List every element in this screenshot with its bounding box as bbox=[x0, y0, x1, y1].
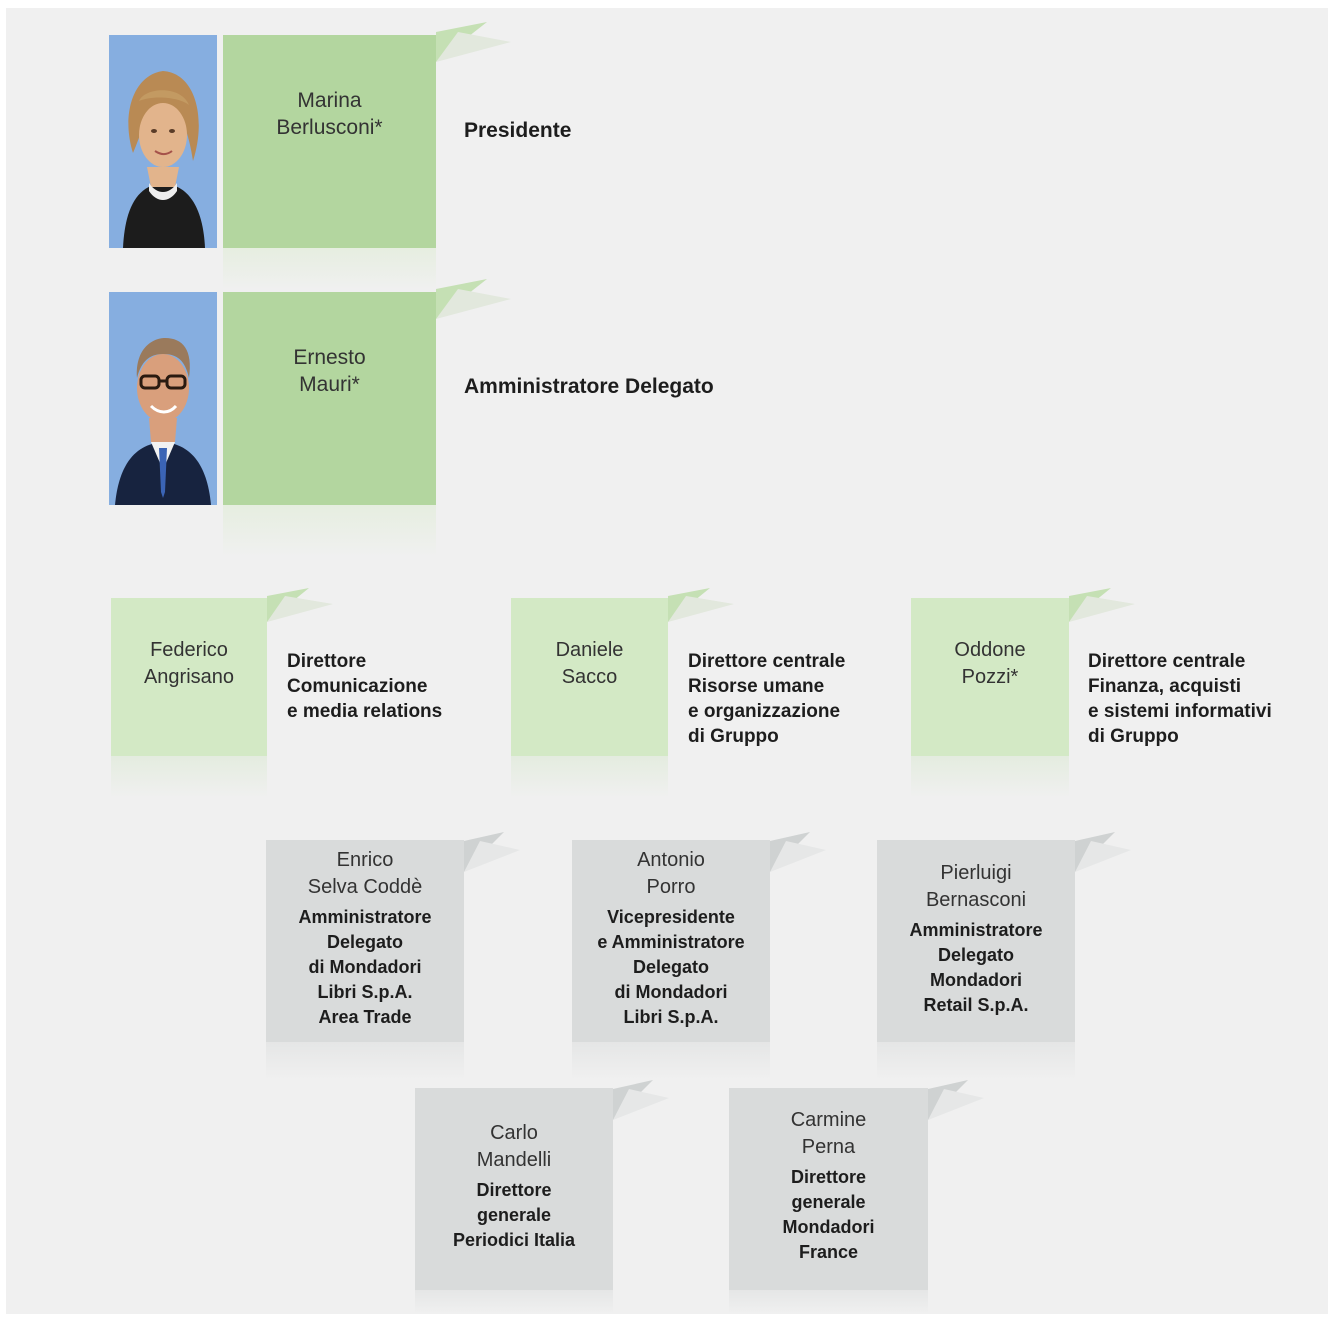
oddone-pozzi-name: Oddone Pozzi* bbox=[954, 639, 1026, 688]
antonio-porro-role: Vicepresidente e Amministratore Delegato… bbox=[597, 907, 745, 1027]
carmine-perna-role: Direttore generale Mondadori France bbox=[782, 1167, 875, 1262]
marina-berlusconi-shadow bbox=[223, 248, 436, 290]
antonio-porro-box: Antonio Porro Vicepresidente e Amministr… bbox=[572, 840, 770, 1042]
federico-angrisano-role: Direttore Comunicazione e media relation… bbox=[287, 651, 443, 722]
daniele-sacco-flag bbox=[668, 588, 734, 622]
enrico-selva-codde-box: Enrico Selva Coddè Amministratore Delega… bbox=[266, 840, 464, 1042]
pierluigi-bernasconi-name: Pierluigi Bernasconi bbox=[925, 862, 1027, 911]
amministratore-delegato-role: Amministratore Delegato bbox=[464, 375, 714, 398]
carlo-mandelli-name: Carlo Mandelli bbox=[476, 1122, 552, 1171]
marina-berlusconi-name: Marina Berlusconi* bbox=[276, 88, 383, 139]
ernesto-mauri-name: Ernesto Mauri* bbox=[293, 345, 366, 396]
oddone-pozzi-box: Oddone Pozzi* bbox=[911, 598, 1069, 756]
ernesto-mauri-flag bbox=[436, 279, 511, 319]
enrico-selva-codde-shadow bbox=[266, 1042, 464, 1080]
enrico-selva-codde-flag bbox=[464, 832, 520, 872]
carlo-mandelli-shadow bbox=[415, 1290, 613, 1314]
carmine-perna-name: Carmine Perna bbox=[790, 1109, 867, 1158]
antonio-porro-flag bbox=[770, 832, 826, 872]
carmine-perna-shadow bbox=[729, 1290, 928, 1314]
marina-berlusconi-box: Marina Berlusconi* bbox=[223, 35, 436, 248]
pierluigi-bernasconi-flag bbox=[1075, 832, 1131, 872]
ernesto-mauri-box: Ernesto Mauri* bbox=[223, 292, 436, 505]
antonio-porro-shadow bbox=[572, 1042, 770, 1080]
oddone-pozzi-shadow bbox=[911, 756, 1069, 798]
woman-portrait-icon bbox=[109, 35, 217, 248]
carmine-perna-box: Carmine Perna Direttore generale Mondado… bbox=[729, 1088, 928, 1290]
oddone-pozzi-flag bbox=[1069, 588, 1135, 622]
org-chart-canvas: Marina Berlusconi* Amministratore Delega… bbox=[6, 8, 1328, 1314]
federico-angrisano-shadow bbox=[111, 756, 267, 798]
ernesto-mauri-shadow bbox=[223, 505, 436, 557]
marina-berlusconi-flag bbox=[436, 22, 511, 62]
oddone-pozzi-role: Direttore centrale Finanza, acquisti e s… bbox=[1088, 651, 1272, 747]
daniele-sacco-role: Direttore centrale Risorse umane e organ… bbox=[688, 651, 846, 747]
federico-angrisano-flag bbox=[267, 588, 333, 622]
enrico-selva-codde-role: Amministratore Delegato di Mondadori Lib… bbox=[298, 907, 432, 1027]
antonio-porro-name: Antonio Porro bbox=[637, 849, 705, 898]
daniele-sacco-name: Daniele Sacco bbox=[555, 639, 624, 688]
federico-angrisano-box: Federico Angrisano bbox=[111, 598, 267, 756]
daniele-sacco-box: Daniele Sacco bbox=[511, 598, 668, 756]
pierluigi-bernasconi-shadow bbox=[877, 1042, 1075, 1080]
presidente-role: Presidente bbox=[464, 119, 572, 142]
daniele-sacco-shadow bbox=[511, 756, 668, 798]
pierluigi-bernasconi-box: Pierluigi Bernasconi Amministratore Dele… bbox=[877, 840, 1075, 1042]
federico-angrisano-name: Federico Angrisano bbox=[143, 639, 235, 688]
carlo-mandelli-role: Direttore generale Periodici Italia bbox=[452, 1180, 576, 1250]
marina-berlusconi-photo bbox=[109, 35, 217, 248]
carmine-perna-flag bbox=[928, 1080, 984, 1120]
carlo-mandelli-flag bbox=[613, 1080, 669, 1120]
enrico-selva-codde-name: Enrico Selva Coddè bbox=[307, 849, 423, 898]
man-portrait-icon bbox=[109, 292, 217, 505]
carlo-mandelli-box: Carlo Mandelli Direttore generale Period… bbox=[415, 1088, 613, 1290]
ernesto-mauri-photo bbox=[109, 292, 217, 505]
pierluigi-bernasconi-role: Amministratore Delegato Mondadori Retail… bbox=[909, 920, 1043, 1015]
